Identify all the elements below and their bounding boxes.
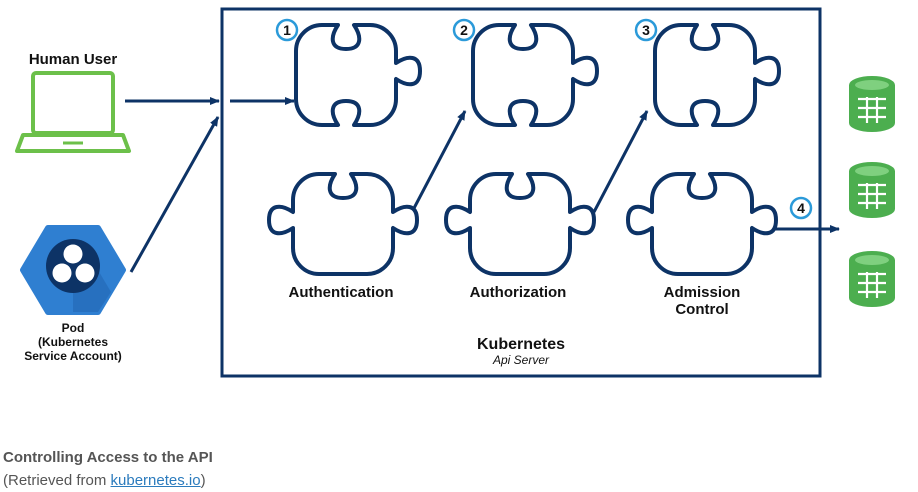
admission-label-line-1: Admission [664, 284, 741, 301]
authorization-label: Authorization [470, 284, 567, 301]
step-2-badge [452, 18, 476, 42]
access-control-diagram: Human User Pod (Kubernetes Service Accou… [15, 7, 897, 378]
step-1-number: 1 [283, 22, 291, 38]
figure-caption-title: Controlling Access to the API [3, 449, 213, 466]
arrow-authz-to-admission [592, 110, 649, 213]
source-prefix: (Retrieved from [3, 472, 111, 489]
pod-label-line-1: Pod [62, 321, 85, 335]
step-4-number: 4 [797, 200, 805, 216]
figure-caption-source: (Retrieved from kubernetes.io) [3, 472, 206, 489]
server-subtitle: Api Server [492, 353, 550, 367]
pod-label-line-3: Service Account) [24, 349, 122, 363]
request-arrows [125, 97, 840, 273]
kubernetes-io-link[interactable]: kubernetes.io [110, 472, 201, 489]
arrow-pod-to-server [129, 116, 220, 273]
step-3-number: 3 [642, 22, 650, 38]
laptop-icon [15, 71, 131, 153]
pod-label-line-2: (Kubernetes [38, 335, 108, 349]
step-2-number: 2 [460, 22, 468, 38]
source-suffix: ) [200, 472, 206, 489]
pod-hexagon-icon [20, 225, 126, 315]
server-title: Kubernetes [477, 336, 565, 353]
arrow-authn-to-authz [410, 110, 467, 213]
human-user-label: Human User [29, 51, 118, 68]
step-1-badge [275, 18, 299, 42]
step-4-badge [789, 196, 813, 220]
database-icon [847, 160, 897, 220]
admission-label-line-2: Control [675, 301, 728, 318]
database-icon [847, 74, 897, 134]
step-3-badge [634, 18, 658, 42]
authentication-label: Authentication [289, 284, 394, 301]
database-icon [847, 249, 897, 309]
